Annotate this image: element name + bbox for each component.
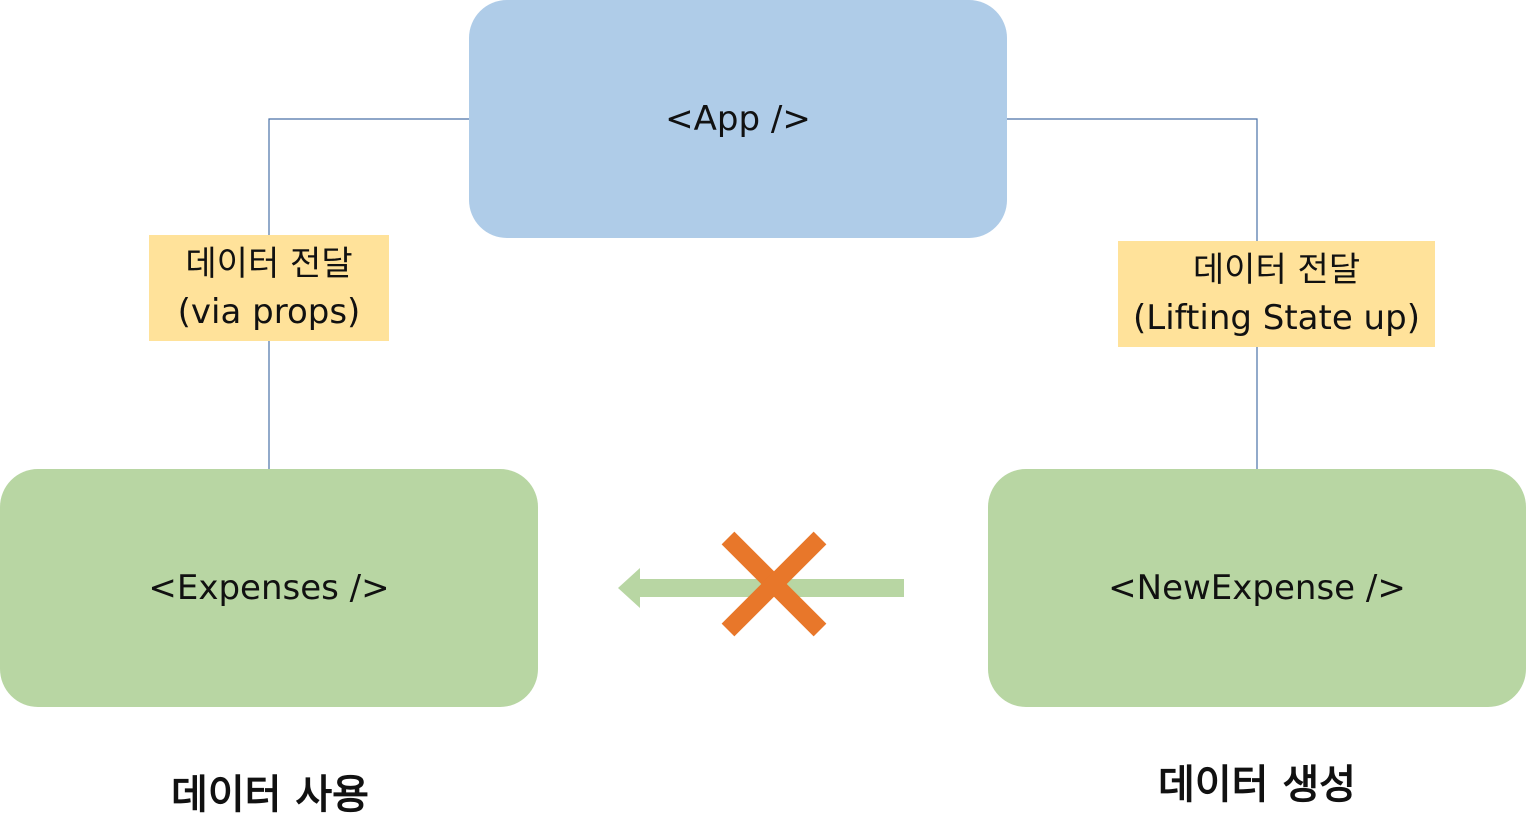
role-label-data-use: 데이터 사용 <box>171 772 369 818</box>
edge-label-lifting-state-title: 데이터 전달 <box>1192 250 1361 290</box>
connector-app-to-newexpense <box>1007 118 1258 469</box>
blocked-sibling-arrow <box>618 531 904 637</box>
edge-label-via-props: 데이터 전달 (via props) <box>149 235 389 341</box>
x-mark-icon <box>721 531 827 637</box>
edge-label-lifting-state-subtitle: (Lifting State up) <box>1133 298 1420 338</box>
expenses-node-label: <Expenses /> <box>148 568 390 608</box>
expenses-node: <Expenses /> <box>0 469 538 707</box>
connector-app-to-expenses <box>268 118 469 469</box>
app-node-label: <App /> <box>665 99 811 139</box>
newexpense-node: <NewExpense /> <box>988 469 1526 707</box>
app-node: <App /> <box>469 0 1007 238</box>
edge-label-lifting-state: 데이터 전달 (Lifting State up) <box>1118 241 1435 347</box>
role-label-data-create: 데이터 생성 <box>1158 762 1356 808</box>
edge-label-via-props-subtitle: (via props) <box>177 292 361 332</box>
edge-label-via-props-title: 데이터 전달 <box>185 244 353 284</box>
newexpense-node-label: <NewExpense /> <box>1108 568 1406 608</box>
